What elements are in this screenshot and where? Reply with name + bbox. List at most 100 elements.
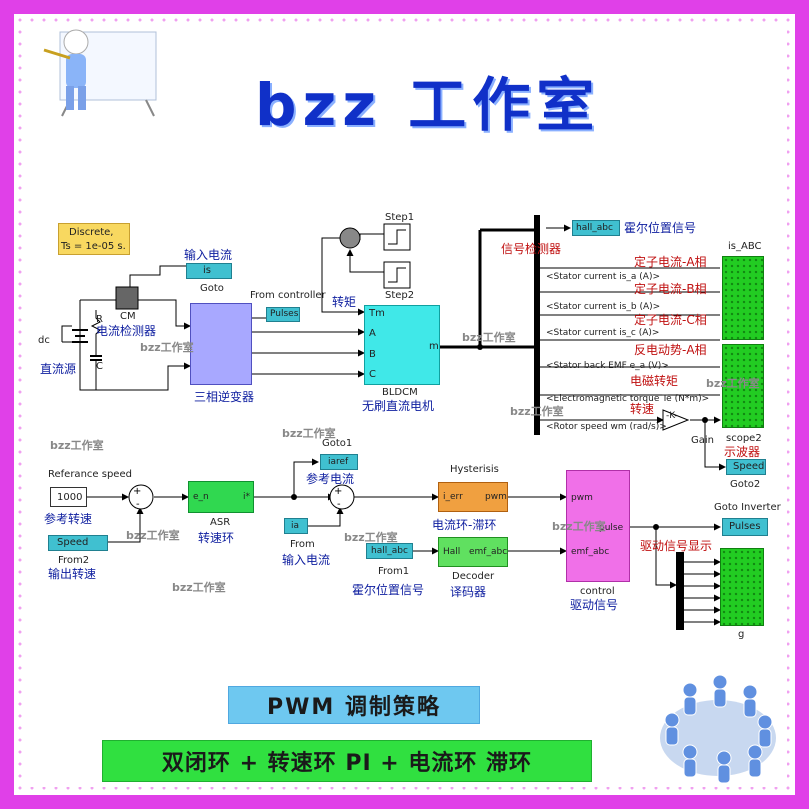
torque-sum[interactable] xyxy=(339,227,361,249)
hall-position-label: 霍尔位置信号 xyxy=(624,221,697,235)
signal-demux-bar[interactable] xyxy=(534,215,540,435)
step2-label: Step2 xyxy=(385,290,415,301)
speed-from-text: Speed xyxy=(57,537,89,548)
watermark: bzz工作室 xyxy=(50,439,104,452)
watermark: bzz工作室 xyxy=(172,581,226,594)
is-abc-label: is_ABC xyxy=(728,241,762,252)
watermark: bzz工作室 xyxy=(344,531,398,544)
from2-label: From2 xyxy=(58,555,90,566)
hall-abc-from-text: hall_abc xyxy=(371,546,408,556)
watermark: bzz工作室 xyxy=(282,427,336,440)
control-block[interactable]: pwm emf_abc pulse xyxy=(566,470,630,582)
page-title: bzz 工作室 xyxy=(255,71,601,139)
bldcm-c-port: C xyxy=(369,369,376,380)
scope2[interactable] xyxy=(722,344,764,428)
asr-label: ASR xyxy=(210,517,231,528)
hall-abc-from-tag[interactable]: hall_abc xyxy=(366,543,413,559)
asr-block[interactable]: e_n i* xyxy=(188,481,254,513)
ref-speed-constant[interactable]: 1000 xyxy=(50,487,87,507)
dc-label: dc xyxy=(38,335,50,346)
control-loop-banner: 双闭环 + 转速环 PI + 电流环 滞环 xyxy=(102,740,592,782)
bldcm-b-port: B xyxy=(369,349,376,360)
watermark: bzz工作室 xyxy=(706,377,760,390)
hysteresis-cn-label: 电流环-滞环 xyxy=(432,518,497,532)
hall-pos2-label: 霍尔位置信号 xyxy=(352,583,425,597)
iaref-text: iaref xyxy=(328,457,349,467)
bldcm-tm-port: Tm xyxy=(369,308,385,319)
cn-phase-c: 定子电流-C相 xyxy=(634,313,707,327)
signal-isa: <Stator current is_a (A)> xyxy=(546,272,661,282)
from-label: From xyxy=(290,539,315,550)
pulses-from-tag[interactable]: Pulses xyxy=(266,307,300,322)
inverter-block[interactable] xyxy=(190,303,252,385)
ctrl-pwm-port: pwm xyxy=(571,493,593,503)
step1-label: Step1 xyxy=(385,212,415,223)
torque-label: 转矩 xyxy=(332,295,357,309)
iaref-goto-tag[interactable]: iaref xyxy=(320,454,358,470)
watermark: bzz工作室 xyxy=(126,529,180,542)
scope2-label: scope2 xyxy=(726,433,762,444)
ctrl-pulse-port: pulse xyxy=(599,523,624,533)
decoder-block[interactable]: Hall emf_abc xyxy=(438,537,508,567)
gain-k-text: -K- xyxy=(666,411,678,421)
bldcm-block[interactable]: Tm A B C m xyxy=(364,305,440,385)
bldcm-m-port: m xyxy=(429,341,439,352)
input-current-top-label: 输入电流 xyxy=(184,248,233,262)
from1-label: From1 xyxy=(378,566,410,577)
cm-block[interactable] xyxy=(115,286,139,310)
discrete-line1: Discrete, xyxy=(69,227,114,238)
scope-g[interactable] xyxy=(720,548,764,626)
hysteresis-block[interactable]: i_err pwm xyxy=(438,482,508,512)
output-speed-label: 输出转速 xyxy=(48,567,97,581)
speed-sum[interactable] xyxy=(128,484,154,510)
pulse-demux-bar[interactable] xyxy=(676,552,684,630)
decoder-in-port: Hall xyxy=(443,547,461,557)
goto1-label: Goto1 xyxy=(322,438,353,449)
cn-phase-b: 定子电流-B相 xyxy=(634,282,707,296)
scope-is-abc[interactable] xyxy=(722,256,764,340)
decoder-out-port: emf_abc xyxy=(469,547,508,557)
cn-torque: 电磁转矩 xyxy=(630,374,679,388)
current-detector-label: 电流检测器 xyxy=(96,324,157,338)
input-current-label: 输入电流 xyxy=(282,553,331,567)
asr-cn-label: 转速环 xyxy=(198,531,235,545)
speed-goto-tag[interactable]: Speed xyxy=(726,459,766,475)
decoder-label: Decoder xyxy=(452,571,495,582)
signal-wm: <Rotor speed wm (rad/s)> xyxy=(546,422,667,432)
speed-from-tag[interactable]: Speed xyxy=(48,535,108,551)
gain-block[interactable] xyxy=(662,409,690,431)
hall-abc-goto-text: hall_abc xyxy=(576,223,613,233)
svg-text:-: - xyxy=(136,499,140,510)
watermark: bzz工作室 xyxy=(462,331,516,344)
hyst-out-port: pwm xyxy=(485,492,507,502)
ref-speed-value: 1000 xyxy=(57,492,83,503)
hall-abc-goto-tag[interactable]: hall_abc xyxy=(572,220,620,236)
oscilloscope-label: 示波器 xyxy=(724,445,761,459)
signal-te: <Electromagnetic torque Te (N*m)> xyxy=(546,394,710,404)
ia-from-tag[interactable]: ia xyxy=(284,518,308,534)
control-label: control xyxy=(580,586,615,597)
svg-text:+: + xyxy=(133,486,141,497)
powergui-discrete[interactable]: Discrete, Ts = 1e-05 s. xyxy=(58,223,130,255)
cm-label: CM xyxy=(120,311,136,322)
current-sum[interactable] xyxy=(329,484,355,510)
ref-speed-cn: 参考转速 xyxy=(44,512,93,526)
signal-detector-label: 信号检测器 xyxy=(501,242,562,256)
watermark: bzz工作室 xyxy=(510,405,564,418)
bldcm-a-port: A xyxy=(369,328,376,339)
goto-is-tag[interactable]: is xyxy=(186,263,232,279)
ia-from-text: ia xyxy=(291,521,300,531)
signal-emf: <Stator back EMF e_a (V)> xyxy=(546,361,669,371)
bldcm-label: BLDCM xyxy=(382,387,418,398)
svg-text:-: - xyxy=(337,499,341,510)
pulses-goto-tag[interactable]: Pulses xyxy=(722,518,768,536)
hyst-in-port: i_err xyxy=(443,492,463,502)
ref-speed-label: Referance speed xyxy=(48,469,132,480)
goto2-label: Goto2 xyxy=(730,479,761,490)
discrete-line2: Ts = 1e-05 s. xyxy=(61,241,126,252)
gain-label: Gain xyxy=(691,435,714,446)
decoder-cn-label: 译码器 xyxy=(450,585,487,599)
asr-out-port: i* xyxy=(243,492,251,502)
people-circle-icon xyxy=(660,674,776,784)
